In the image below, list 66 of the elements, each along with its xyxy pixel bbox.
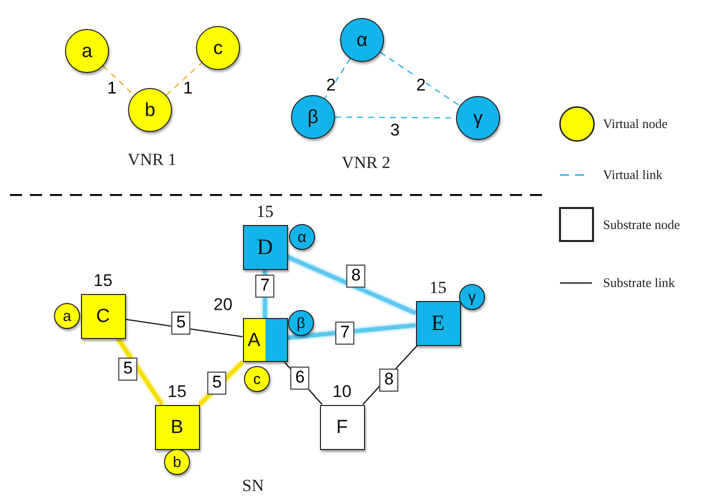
node-label: F [336, 418, 348, 436]
node-label: γ [468, 290, 476, 304]
node-label: a [62, 308, 72, 324]
edge-weight-label: 6 [290, 366, 310, 390]
virtual-link [324, 58, 351, 99]
edge-weight-label: 3 [390, 122, 400, 138]
substrate-link [362, 345, 418, 405]
edge-weight-label: 8 [379, 368, 399, 392]
node-label: γ [473, 108, 483, 128]
node-label: a [82, 42, 92, 60]
virtual-node-circle [164, 449, 190, 475]
capacity-label: 10 [332, 382, 352, 402]
legend-label: Substrate node [603, 217, 680, 233]
virtual-node-circle [196, 26, 240, 70]
virtual-link [166, 62, 202, 96]
edge-weight-label: 7 [335, 322, 355, 344]
edge-weight-label: 7 [255, 274, 275, 298]
edge-weight-label: 2 [416, 76, 426, 94]
virtual-node-circle [244, 366, 270, 392]
node-label: b [144, 100, 156, 120]
virtual-node-circle [54, 303, 80, 329]
virtual-link [380, 52, 460, 106]
capacity-label: 15 [166, 382, 188, 402]
node-label: β [308, 108, 318, 126]
network-caption: VNR 1 [128, 150, 176, 170]
node-label: D [257, 236, 273, 258]
node-label: B [170, 418, 184, 436]
node-label: b [172, 454, 182, 470]
legend-label: Virtual node [603, 116, 668, 132]
virtual-node-circle [128, 88, 172, 132]
network-caption: VNR 2 [342, 153, 390, 173]
edge-weight-label: 2 [326, 76, 336, 94]
substrate-link [287, 323, 416, 340]
virtual-node-circle [456, 96, 500, 140]
node-label: α [356, 30, 368, 50]
virtual-node-circle [289, 224, 315, 250]
substrate-link [286, 255, 416, 315]
capacity-label: 15 [92, 270, 114, 290]
edge-weight-label: 5 [207, 372, 227, 394]
virtual-node-circle [65, 29, 109, 73]
node-label: C [96, 306, 110, 326]
edge-weight-label: 1 [107, 80, 117, 96]
legend-label: Substrate link [603, 275, 675, 291]
node-label: c [213, 38, 223, 58]
virtual-node-circle [291, 95, 335, 139]
edge-weight-label: 5 [118, 358, 138, 380]
node-label: c [253, 372, 261, 386]
virtual-node-circle [459, 284, 485, 310]
edge-weight-label: 8 [346, 264, 366, 288]
substrate-link [116, 337, 164, 406]
substrate-link [125, 318, 243, 338]
edge-weight-label: 5 [171, 312, 191, 334]
virtual-link [102, 66, 134, 96]
node-label: β [296, 316, 306, 330]
node-label: α [298, 230, 306, 244]
legend-label: Virtual link [603, 167, 663, 183]
node-label: A [248, 330, 260, 350]
capacity-label: 15 [428, 278, 448, 298]
virtual-node-circle [288, 310, 314, 336]
virtual-node-circle [340, 18, 384, 62]
substrate-link [198, 360, 244, 406]
node-label: E [431, 312, 445, 334]
edge-weight-label: 1 [183, 80, 193, 96]
capacity-label: 15 [256, 202, 274, 222]
network-caption: SN [242, 476, 264, 496]
capacity-label: 20 [214, 295, 232, 315]
